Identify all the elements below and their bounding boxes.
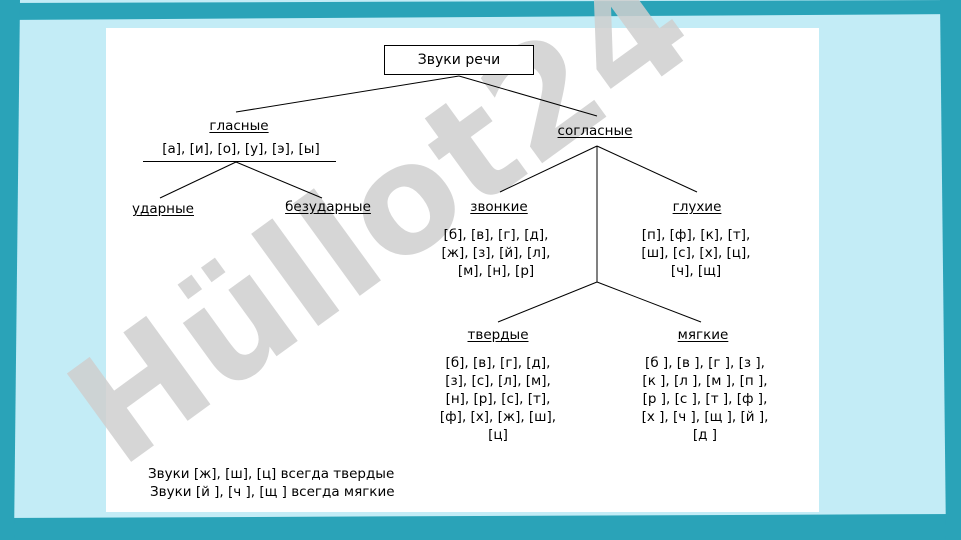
hard-line-4: [ф], [х], [ж], [ш], xyxy=(439,409,557,425)
soft-line-2: [к ], [л ], [м ], [п ], xyxy=(642,373,768,389)
hard-sounds: [б], [в], [г], [д], [з], [с], [л], [м], … xyxy=(424,354,572,444)
slide-canvas xyxy=(106,28,819,512)
unstressed-label: безударные xyxy=(285,199,371,215)
vowels-sounds: [а], [и], [о], [у], [э], [ы] xyxy=(162,141,320,157)
note-soft-always: Звуки [й ], [ч ], [щ ] всегда мягкие xyxy=(150,484,395,500)
hard-line-1: [б], [в], [г], [д], xyxy=(445,355,551,371)
soft-line-3: [р ], [с ], [т ], [ф ], xyxy=(642,391,768,407)
voiceless-line-3: [ч], [щ] xyxy=(670,263,722,279)
vowels-label: гласные xyxy=(209,118,269,134)
soft-label: мягкие xyxy=(677,327,729,343)
soft-sounds: [б ], [в ], [г ], [з ], [к ], [л ], [м ]… xyxy=(628,354,782,444)
hard-line-5: [ц] xyxy=(488,427,508,443)
hard-line-2: [з], [с], [л], [м], xyxy=(445,373,551,389)
voiced-line-1: [б], [в], [г], [д], xyxy=(443,227,549,243)
voiceless-line-1: [п], [ф], [к], [т], xyxy=(641,227,751,243)
voiced-line-3: [м], [н], [р] xyxy=(457,263,535,279)
soft-line-4: [х ], [ч ], [щ ], [й ], xyxy=(641,409,769,425)
note-hard-always: Звуки [ж], [ш], [ц] всегда твердые xyxy=(148,466,395,482)
voiced-label: звонкие xyxy=(470,199,528,215)
voiced-sounds: [б], [в], [г], [д], [ж], [з], [й], [л], … xyxy=(424,226,568,280)
consonants-label: согласные xyxy=(557,123,633,139)
voiced-line-2: [ж], [з], [й], [л], xyxy=(441,245,551,261)
root-node: Звуки речи xyxy=(384,45,534,75)
voiceless-label: глухие xyxy=(672,199,722,215)
voiceless-sounds: [п], [ф], [к], [т], [ш], [с], [х], [ц], … xyxy=(626,226,766,280)
voiceless-line-2: [ш], [с], [х], [ц], xyxy=(641,245,751,261)
hard-label: твердые xyxy=(467,327,529,343)
vowels-underline xyxy=(143,161,336,162)
hard-line-3: [н], [р], [с], [т], xyxy=(445,391,551,407)
soft-line-5: [д ] xyxy=(692,427,718,443)
soft-line-1: [б ], [в ], [г ], [з ], xyxy=(645,355,765,371)
stressed-label: ударные xyxy=(132,201,194,217)
